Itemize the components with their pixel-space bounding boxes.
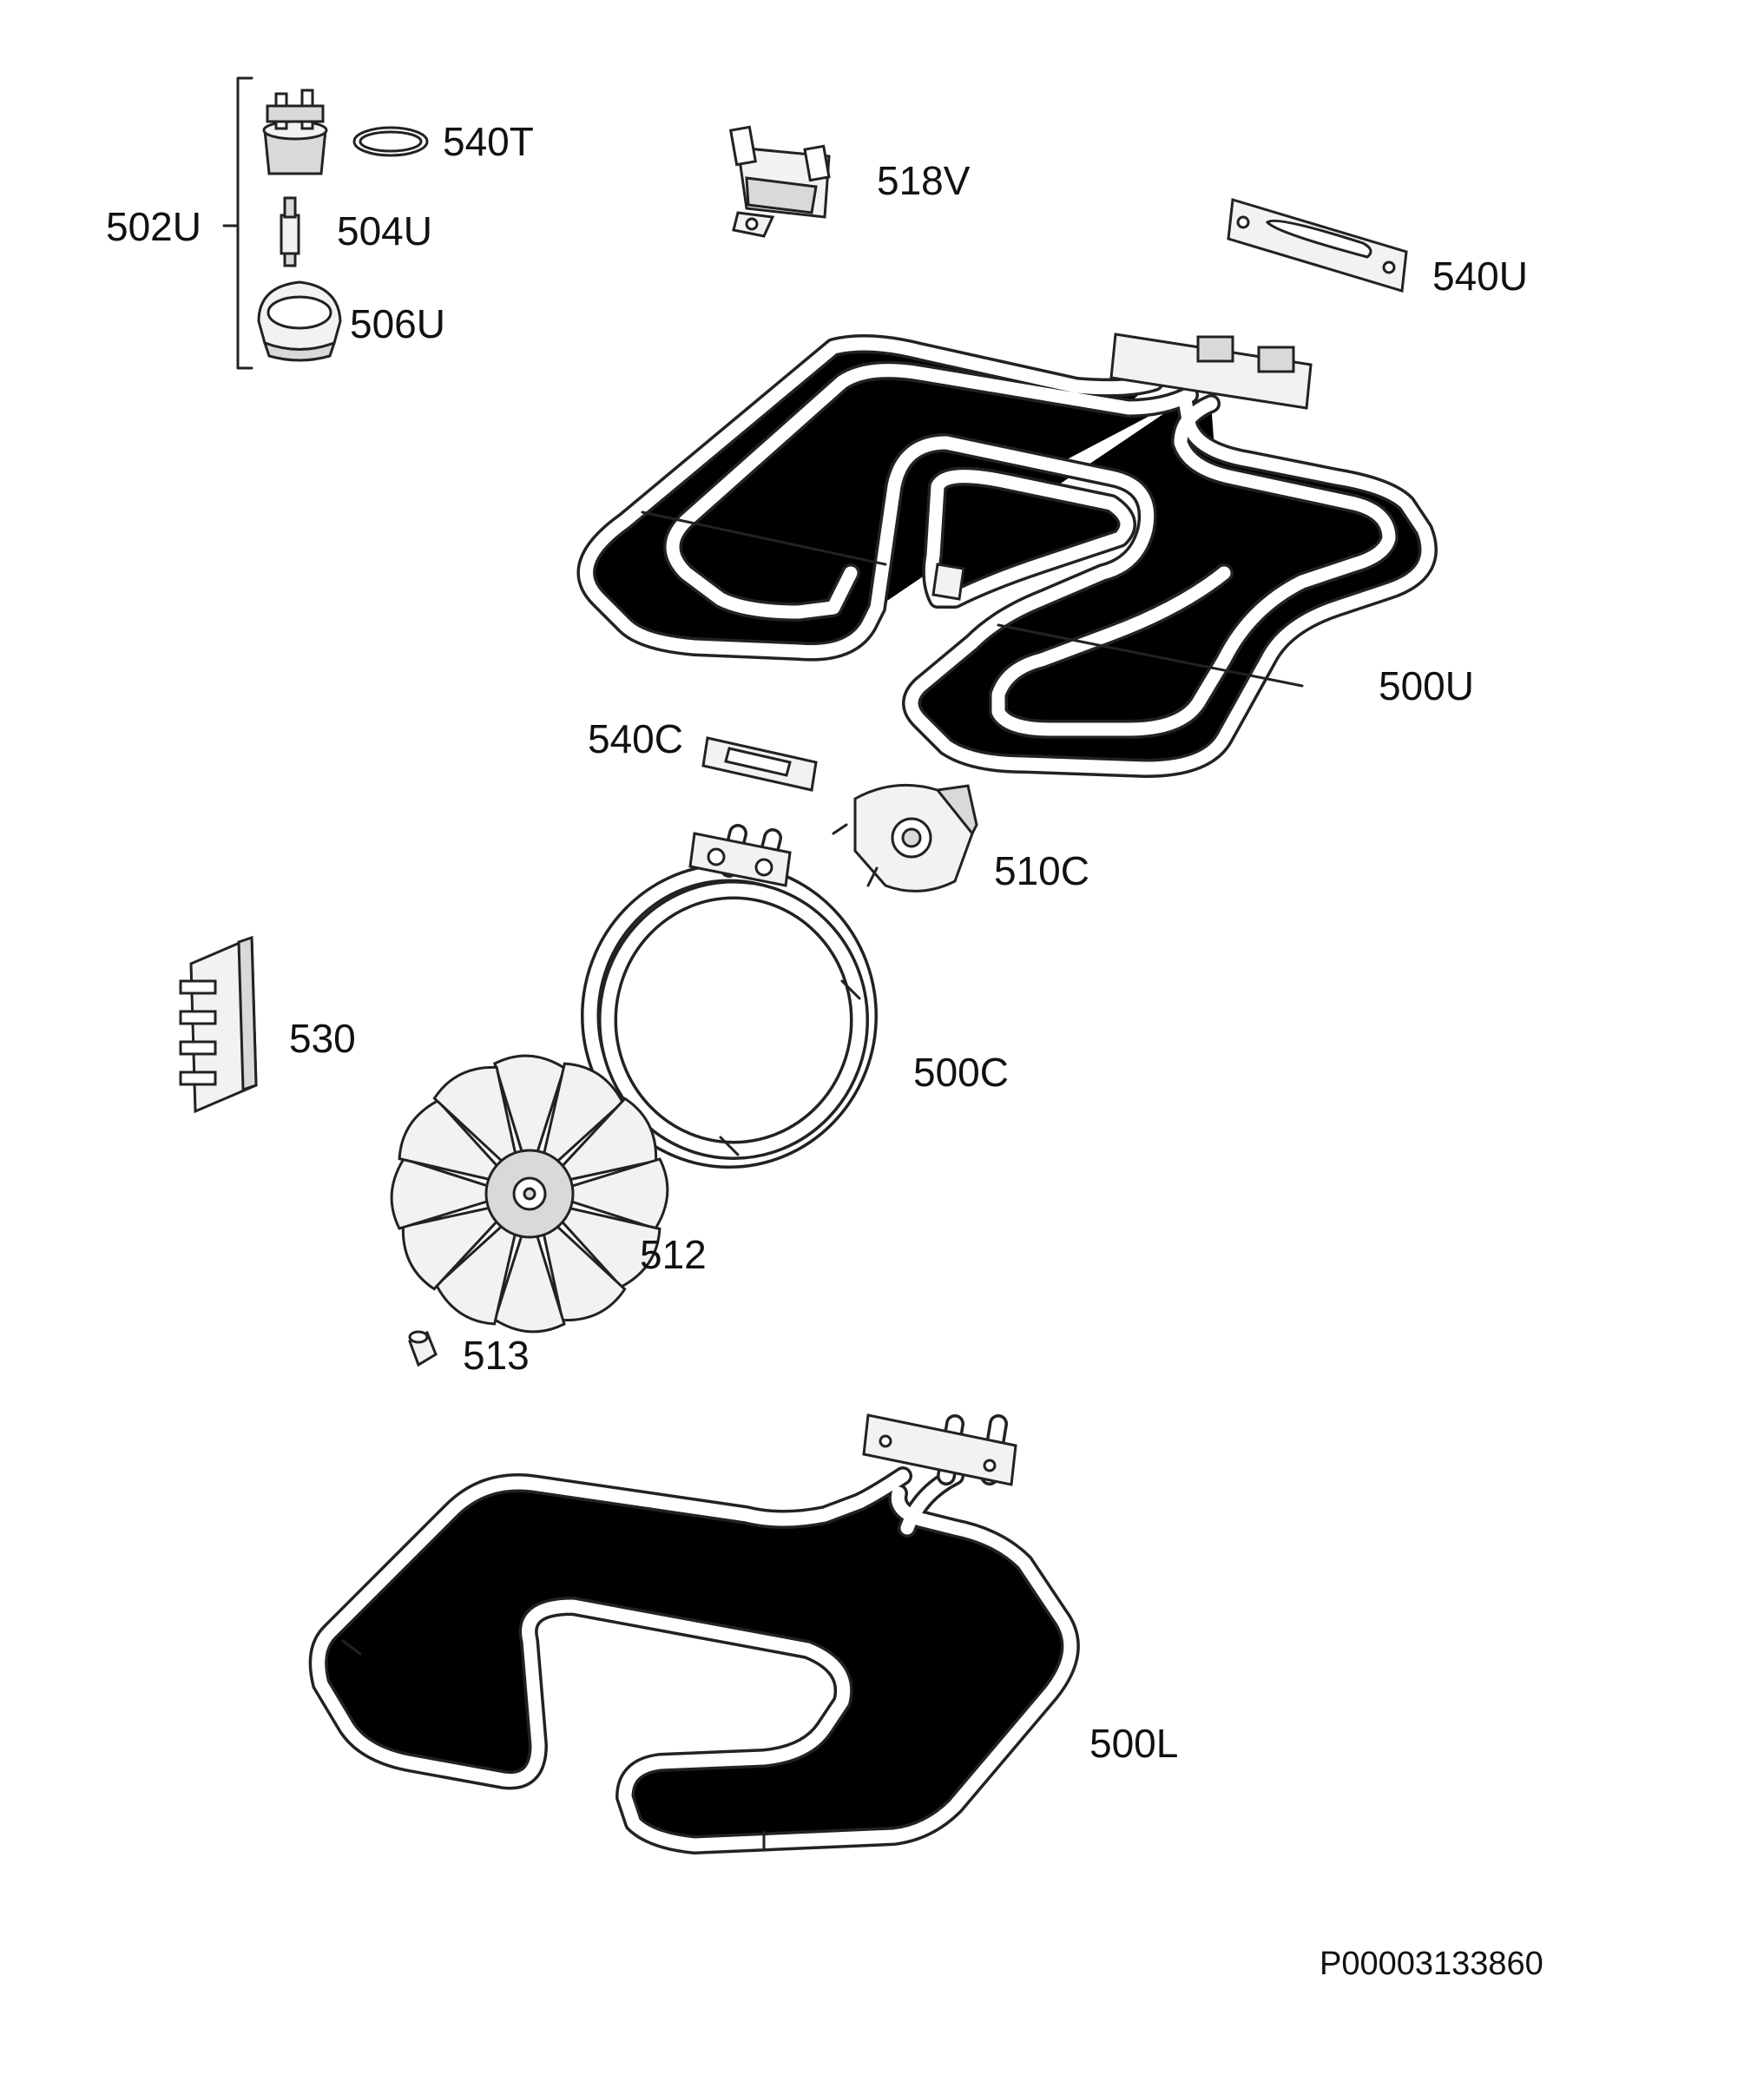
label-540C: 540C <box>588 716 683 761</box>
label-506U: 506U <box>350 301 445 346</box>
gasket-ring-part <box>352 126 429 157</box>
circular-heating-element-part <box>581 824 878 1169</box>
gasket-plate-540U-part <box>1227 198 1408 293</box>
gasket-plate-540C-part <box>701 736 818 792</box>
label-513: 513 <box>463 1333 530 1378</box>
label-500L: 500L <box>1089 1721 1179 1766</box>
upper-heating-element-part <box>586 333 1428 768</box>
lamp-cover-part <box>257 280 342 362</box>
fan-motor-part <box>832 783 978 893</box>
fan-blade-part <box>390 1054 669 1334</box>
bulb-part <box>280 196 300 267</box>
label-510C: 510C <box>994 848 1089 893</box>
label-530: 530 <box>289 1016 356 1061</box>
label-500C: 500C <box>913 1050 1009 1095</box>
label-500U: 500U <box>1379 663 1474 708</box>
label-540U: 540U <box>1432 254 1528 299</box>
label-504U: 504U <box>337 208 432 254</box>
nut-part <box>408 1330 438 1367</box>
label-540T: 540T <box>443 119 534 164</box>
terminal-block-part <box>179 935 258 1114</box>
thermostat-part <box>728 125 831 238</box>
lamp-holder-part <box>262 89 328 175</box>
document-number: P00003133860 <box>1320 1946 1544 1982</box>
label-502U: 502U <box>106 204 201 249</box>
label-512: 512 <box>640 1232 707 1277</box>
lower-heating-element-part <box>319 1413 1070 1849</box>
group-bracket-502U <box>222 76 253 370</box>
label-518V: 518V <box>877 158 971 203</box>
